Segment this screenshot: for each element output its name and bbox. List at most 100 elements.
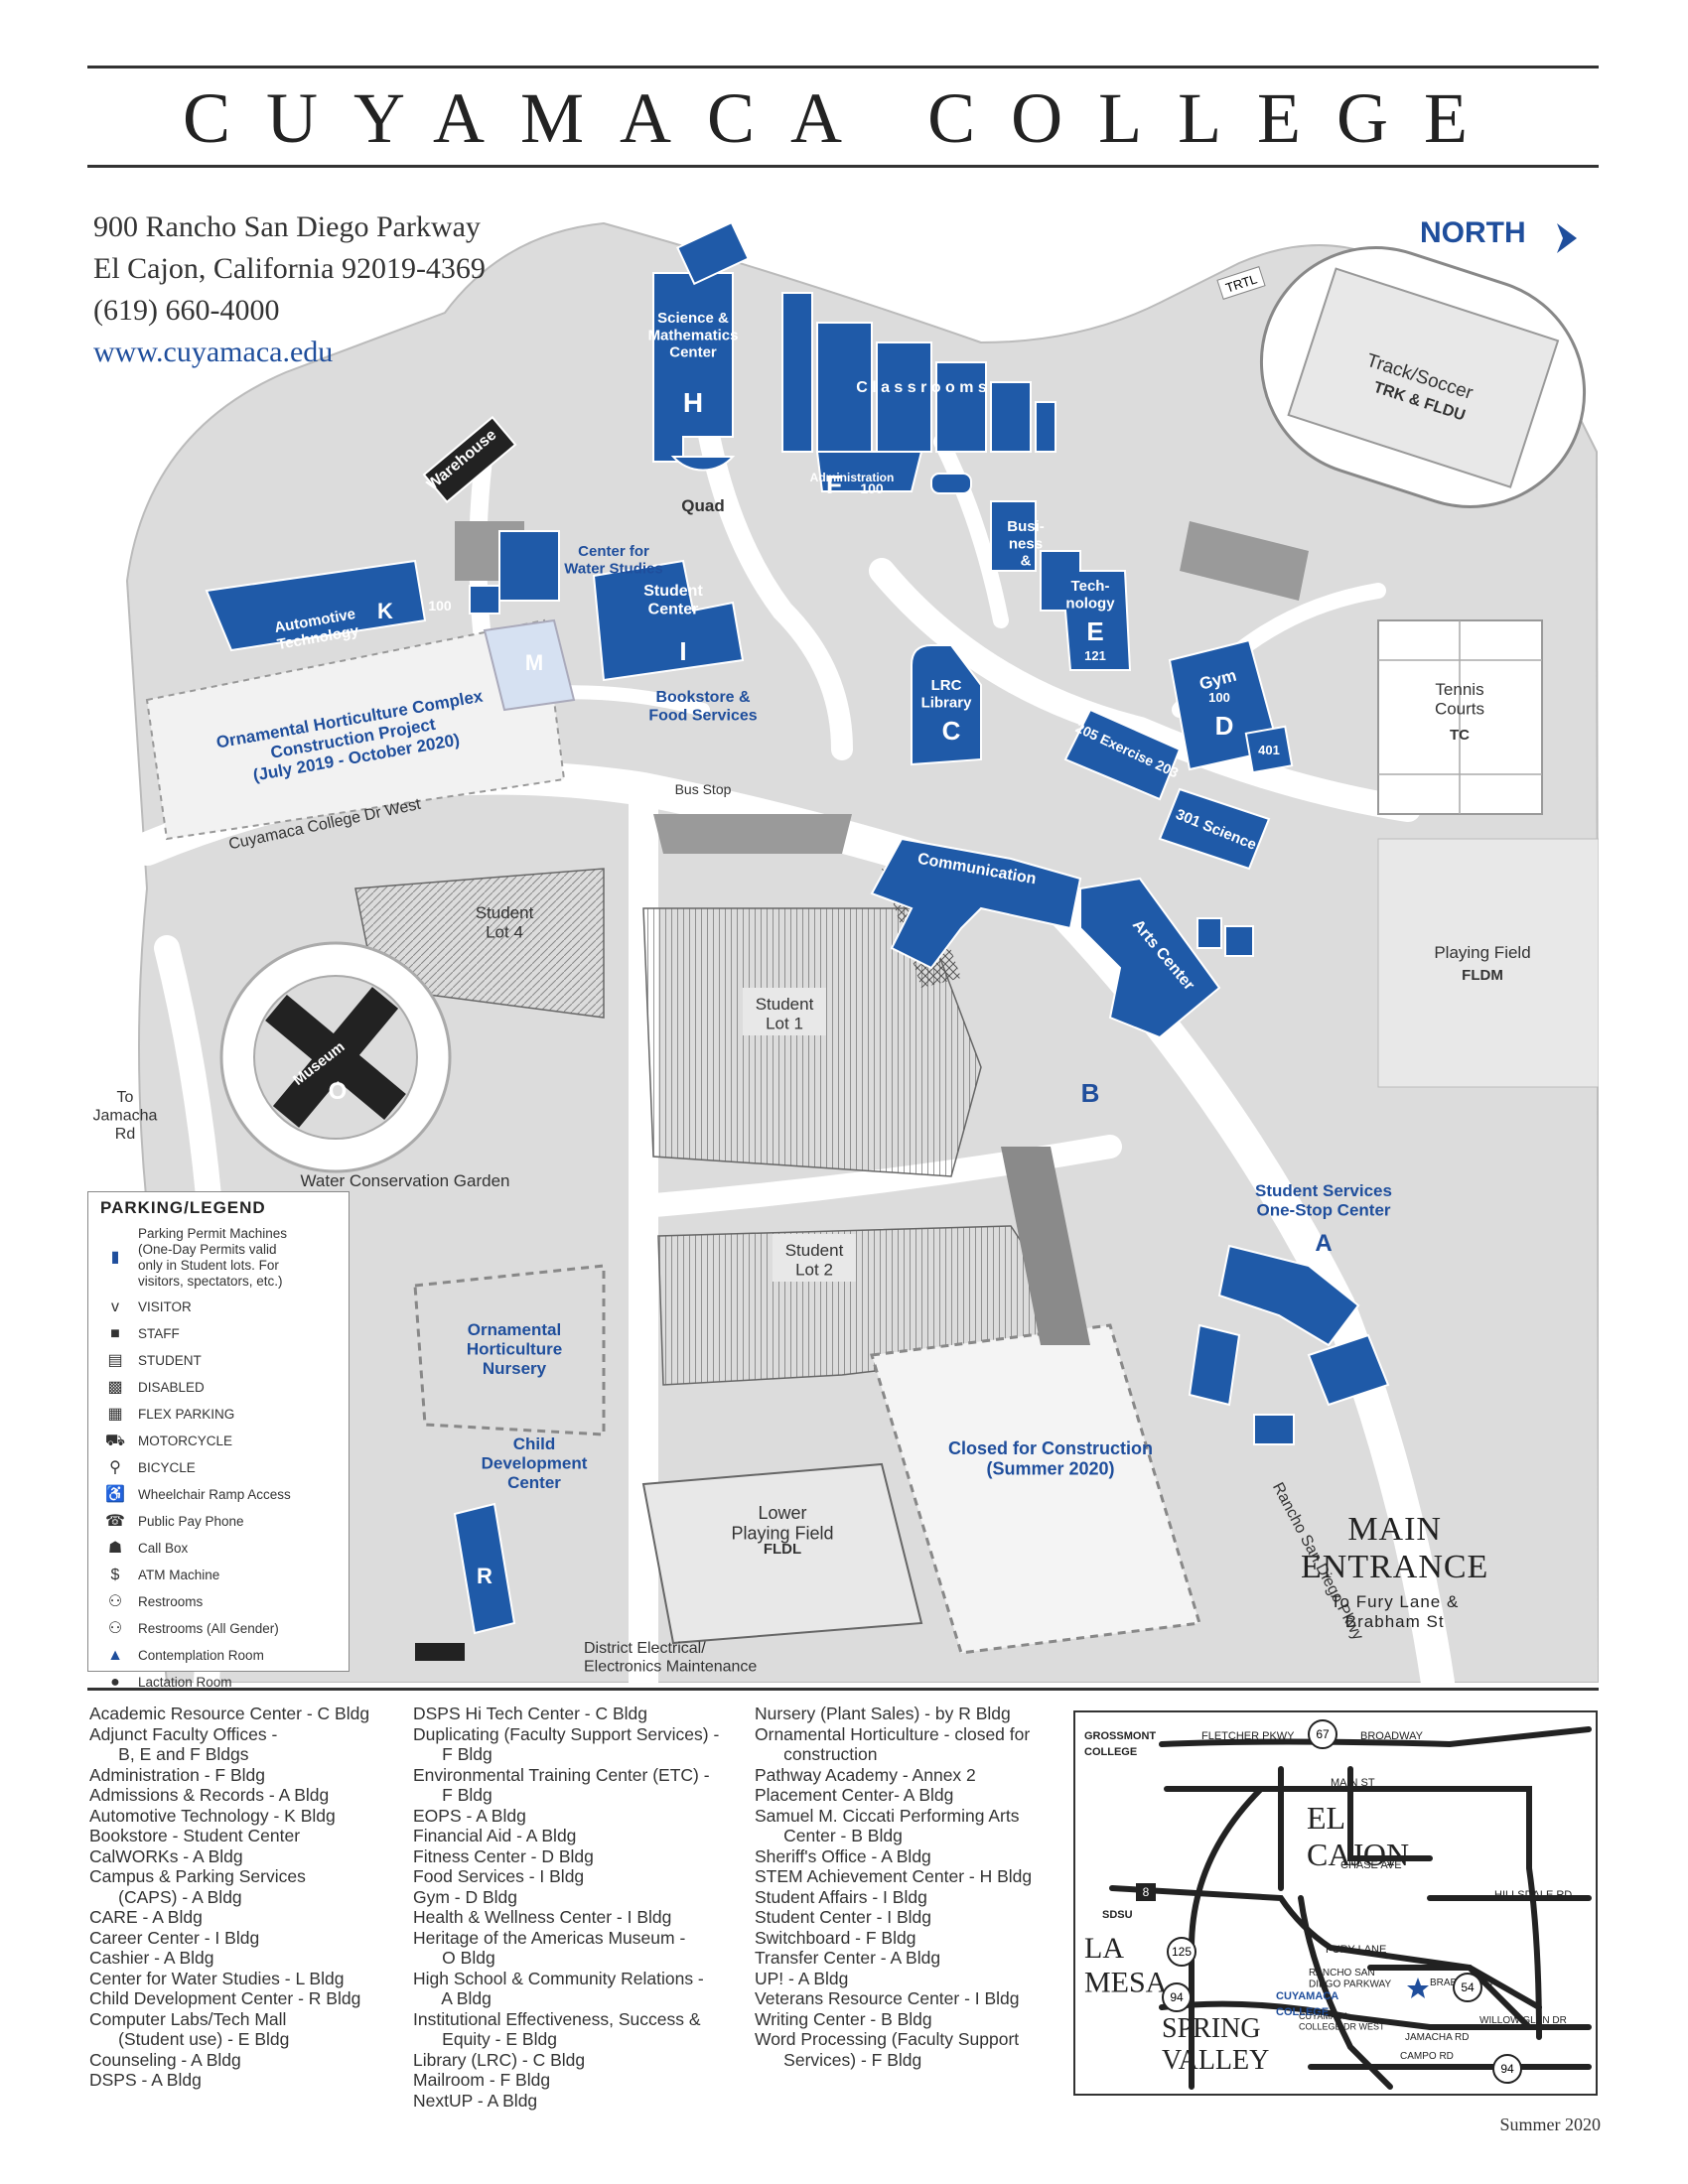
technology-label: Tech-nology bbox=[1065, 578, 1115, 612]
loc-willow: WILLOW GLEN DR bbox=[1479, 2015, 1567, 2026]
r-letter: R bbox=[477, 1564, 492, 1588]
directory-entry: Veterans Resource Center - I Bldg bbox=[755, 1988, 1020, 2008]
tech-letter: E bbox=[1086, 616, 1103, 646]
legend-label: Restrooms bbox=[138, 1594, 204, 1609]
student-center-letter: I bbox=[679, 636, 686, 666]
directory-entry: Sheriff's Office - A Bldg bbox=[755, 1845, 931, 1866]
flex-parking-icon: ▦ bbox=[107, 1406, 123, 1423]
title-rule bbox=[87, 165, 1599, 168]
district-building bbox=[415, 1643, 465, 1661]
directory-entry: Mailroom - F Bldg bbox=[413, 2070, 551, 2090]
building-science301 bbox=[1158, 787, 1271, 871]
restroom-all-gender-icon: ⚇ bbox=[107, 1620, 123, 1637]
phone-icon: ☎ bbox=[105, 1513, 125, 1530]
building-k bbox=[205, 559, 427, 652]
top-rule bbox=[87, 66, 1599, 68]
directory-entry: Student Center - I Bldg bbox=[755, 1907, 932, 1927]
loc-jamacha-rd2: JAMACHA RD bbox=[1405, 2032, 1469, 2043]
north-label: NORTH bbox=[1420, 216, 1526, 249]
track-soccer-field: Track/Soccer TRK & FLDU TRTL bbox=[1216, 246, 1587, 508]
science-letter: H bbox=[683, 387, 703, 418]
tennis-code: TC bbox=[1450, 727, 1470, 744]
building-business bbox=[990, 500, 1037, 572]
loc-sdsu: SDSU bbox=[1102, 1909, 1133, 1921]
directory-entry: Career Center - I Bldg bbox=[89, 1927, 260, 1948]
buildings bbox=[205, 220, 1390, 1635]
directory-entry: B, E and F Bldgs bbox=[89, 1744, 249, 1764]
tech-num: 121 bbox=[1084, 648, 1106, 663]
legend-label: DISABLED bbox=[138, 1380, 205, 1395]
legend-item: ♿Wheelchair Ramp Access bbox=[100, 1485, 291, 1505]
address-block: 900 Rancho San Diego Parkway El Cajon, C… bbox=[93, 206, 486, 373]
gym-401: 401 bbox=[1258, 743, 1280, 757]
directory-entry: Automotive Technology - K Bldg bbox=[89, 1805, 336, 1826]
directory-entry: Writing Center - B Bldg bbox=[755, 2008, 932, 2029]
website-link[interactable]: www.cuyamaca.edu bbox=[93, 336, 334, 368]
legend-label: STAFF bbox=[138, 1326, 180, 1341]
directory-entry: CARE - A Bldg bbox=[89, 1907, 203, 1927]
visitor-icon: v bbox=[111, 1298, 119, 1315]
gym-num: 100 bbox=[1208, 690, 1230, 705]
hwy-67: 67 bbox=[1316, 1727, 1330, 1741]
directory-entry: Environmental Training Center (ETC) - bbox=[413, 1764, 710, 1785]
legend-item: ☗Call Box bbox=[100, 1539, 188, 1559]
playing-field-label: Playing Field bbox=[1434, 943, 1530, 962]
legend-item: ▩DISABLED bbox=[100, 1378, 205, 1398]
loc-fury: FURY LANE bbox=[1326, 1944, 1386, 1956]
loc-campo: CAMPO RD bbox=[1400, 2051, 1454, 2062]
directory-entry: Financial Aid - A Bldg bbox=[413, 1826, 577, 1845]
hwy-54: 54 bbox=[1461, 1980, 1475, 1994]
legend-item: ☎Public Pay Phone bbox=[100, 1512, 244, 1532]
legend-item: ⚇Restrooms (All Gender) bbox=[100, 1619, 279, 1639]
directory-entry: Bookstore - Student Center bbox=[89, 1826, 301, 1845]
directory-entry: construction bbox=[755, 1744, 878, 1764]
classrooms-label: C l a s s r o o m s bbox=[856, 379, 987, 396]
directory-entry: Student Affairs - I Bldg bbox=[755, 1886, 927, 1907]
footer-date: Summer 2020 bbox=[1499, 2115, 1602, 2134]
directory-entry: Fitness Center - D Bldg bbox=[413, 1845, 594, 1866]
admin-letter: F bbox=[826, 470, 842, 499]
legend-label: STUDENT bbox=[138, 1353, 202, 1368]
a-letter: A bbox=[1315, 1230, 1332, 1257]
directory-entry: Adjunct Faculty Offices - bbox=[89, 1723, 278, 1744]
directory-entry: DSPS Hi Tech Center - C Bldg bbox=[413, 1704, 648, 1723]
directory-entry: EOPS - A Bldg bbox=[413, 1805, 526, 1826]
page-title: CUYAMACA COLLEGE bbox=[182, 78, 1504, 158]
directory-entry: Food Services - I Bldg bbox=[413, 1866, 585, 1886]
call-box-icon: ☗ bbox=[107, 1540, 123, 1557]
water-garden-label: Water Conservation Garden bbox=[300, 1171, 509, 1190]
legend-item: ■STAFF bbox=[100, 1324, 180, 1344]
district-label: District Electrical/Electronics Maintena… bbox=[584, 1640, 757, 1675]
legend-label: Lactation Room bbox=[138, 1675, 232, 1690]
loc-hillsdale: HILLSDALE RD bbox=[1494, 1889, 1572, 1901]
building-e bbox=[1040, 550, 1132, 671]
directory-entry: Switchboard - F Bldg bbox=[755, 1927, 916, 1948]
legend-item: ▤STUDENT bbox=[100, 1351, 202, 1371]
main-entrance: MAIN ENTRANCE To Fury Lane & Brabham St bbox=[1301, 1511, 1488, 1632]
legend-item: ▲Contemplation Room bbox=[100, 1646, 264, 1666]
legend-item: ▦FLEX PARKING bbox=[100, 1405, 234, 1425]
address-line-2: El Cajon, California 92019-4369 bbox=[93, 252, 486, 285]
phone-number: (619) 660-4000 bbox=[93, 294, 280, 327]
museum-letter: O bbox=[329, 1078, 348, 1105]
college-star-icon bbox=[1407, 1978, 1429, 1998]
loc-broadway: BROADWAY bbox=[1360, 1730, 1424, 1742]
m-letter: M bbox=[525, 650, 543, 675]
highway-shields: 67 8 125 94 54 94 bbox=[1136, 1719, 1522, 2084]
directory-entry: Child Development Center - R Bldg bbox=[89, 1988, 361, 2008]
